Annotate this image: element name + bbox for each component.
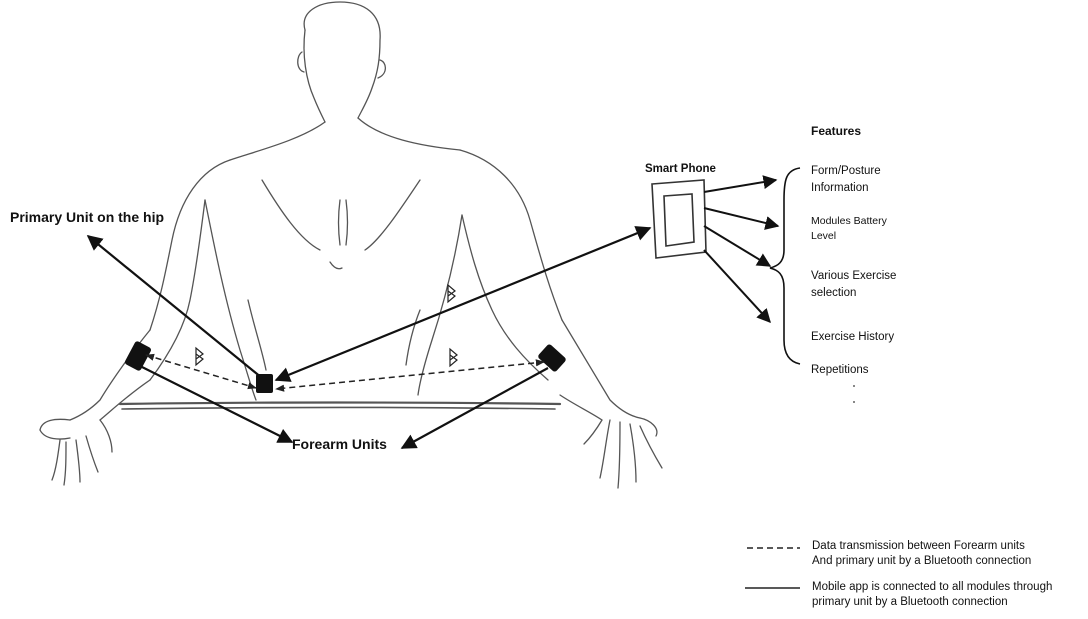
feature-item: Exercise History xyxy=(811,329,894,346)
feature-item: Repetitions xyxy=(811,362,869,379)
primary-hip-unit xyxy=(256,374,273,393)
feature-line: Exercise History xyxy=(811,329,894,346)
feature-line: Modules Battery xyxy=(811,214,887,229)
feature-item: Various Exercise selection xyxy=(811,268,896,302)
legend-text: And primary unit by a Bluetooth connecti… xyxy=(812,554,1031,569)
feature-item: Form/Posture Information xyxy=(811,163,881,197)
feature-line: Repetitions xyxy=(811,362,869,379)
feature-line: Various Exercise xyxy=(811,268,896,285)
body-sketch xyxy=(40,2,662,488)
legend-entry-solid: Mobile app is connected to all modules t… xyxy=(812,580,1052,610)
smart-phone-label: Smart Phone xyxy=(645,163,716,175)
feature-item: Modules Battery Level xyxy=(811,214,887,244)
feature-line: selection xyxy=(811,285,896,302)
primary-unit-label: Primary Unit on the hip xyxy=(10,209,164,225)
right-forearm-unit xyxy=(537,343,567,372)
feature-line: Level xyxy=(811,229,887,244)
legend-text: primary unit by a Bluetooth connection xyxy=(812,595,1052,610)
legend-text: Mobile app is connected to all modules t… xyxy=(812,580,1052,595)
dashed-data-lines xyxy=(146,355,544,389)
forearm-units-label: Forearm Units xyxy=(292,436,387,452)
feature-line: Information xyxy=(811,180,881,197)
legend-entry-dashed: Data transmission between Forearm units … xyxy=(812,539,1031,569)
bluetooth-icon xyxy=(196,348,203,365)
bluetooth-icon xyxy=(450,349,457,366)
smartphone-icon xyxy=(652,180,706,258)
feature-arrows xyxy=(704,168,800,364)
features-heading: Features xyxy=(811,124,861,138)
feature-line: Form/Posture xyxy=(811,163,881,180)
solid-connection-lines xyxy=(88,228,650,448)
continuation-dots xyxy=(853,385,855,403)
bluetooth-icon xyxy=(448,285,455,302)
legend-text: Data transmission between Forearm units xyxy=(812,539,1031,554)
